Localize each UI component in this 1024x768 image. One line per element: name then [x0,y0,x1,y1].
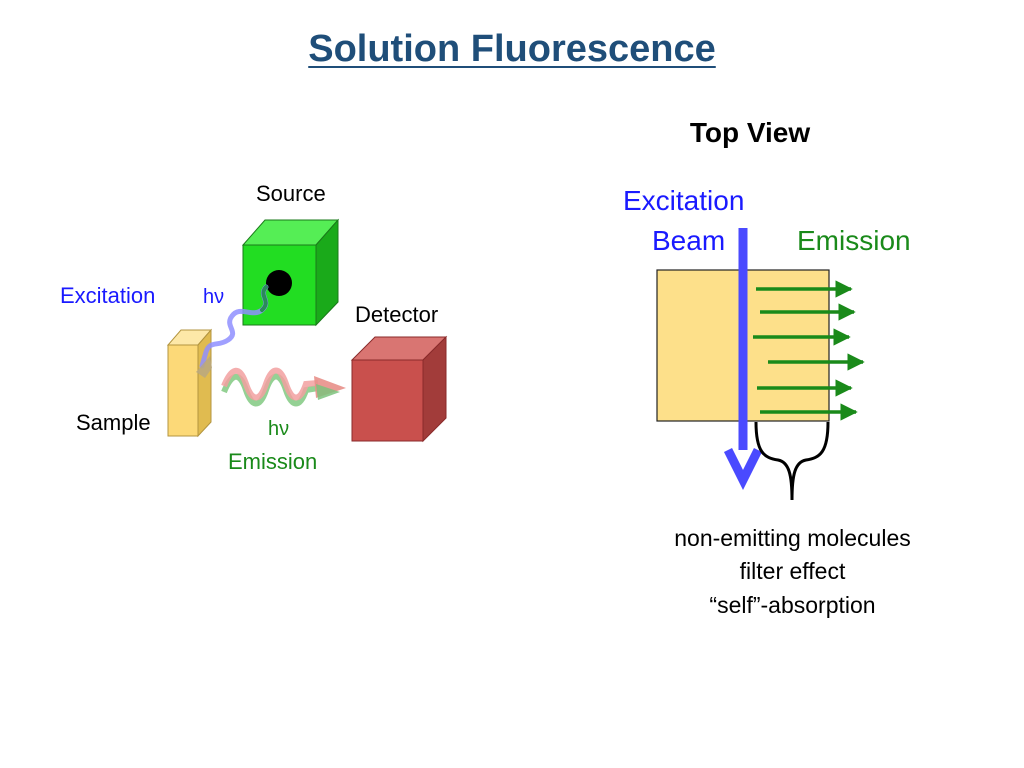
excitation-photon-wave [196,284,269,378]
excitation-beam-label-line2: Beam [652,225,726,256]
emission-arrows [753,280,865,421]
source-label: Source [256,181,326,206]
sample-label: Sample [76,410,151,435]
top-view-heading: Top View [689,117,811,148]
top-view-emission-label: Emission [797,225,911,256]
note-item: filter effect [739,558,846,585]
light-source-aperture [266,270,292,296]
emission-photon-label: hν [268,418,290,440]
detector-cube [350,335,448,443]
source-cube [241,218,340,327]
slide-title: Solution Fluorescence [308,28,716,70]
curly-brace [754,421,830,501]
excitation-photon-label: hν [203,286,225,308]
detector-label: Detector [355,302,439,327]
excitation-label: Excitation [60,283,156,308]
notes: non-emitting molecules filter effect “se… [630,522,955,622]
emission-label: Emission [228,449,318,474]
excitation-beam-label-line1: Excitation [623,185,745,216]
note-item: non-emitting molecules [674,525,911,551]
emission-photon-wave [221,367,346,407]
excitation-beam-arrow [723,228,763,491]
sample-cuvette [166,328,213,438]
note-item: “self”-absorption [709,591,876,618]
